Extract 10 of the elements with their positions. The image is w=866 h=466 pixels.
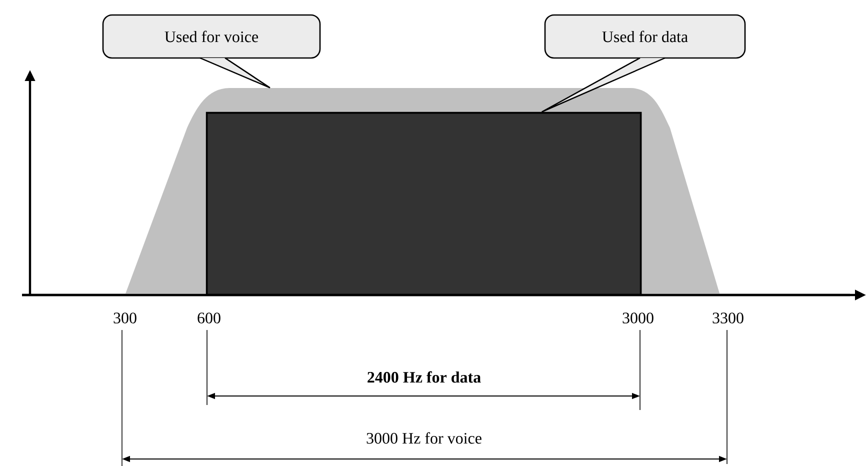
callout-bubble: Used for data <box>544 14 746 59</box>
dimension-label: 2400 Hz for data <box>368 371 481 383</box>
data-band <box>206 112 642 296</box>
tick-label: 3300 <box>712 312 744 324</box>
dimension-label: 3000 Hz for voice <box>366 432 482 444</box>
tick-label: 300 <box>114 312 136 324</box>
tick-label: 600 <box>198 312 220 324</box>
callout-tail <box>541 57 666 113</box>
callout-tail <box>199 57 271 88</box>
tick-label: 3000 <box>622 312 654 324</box>
